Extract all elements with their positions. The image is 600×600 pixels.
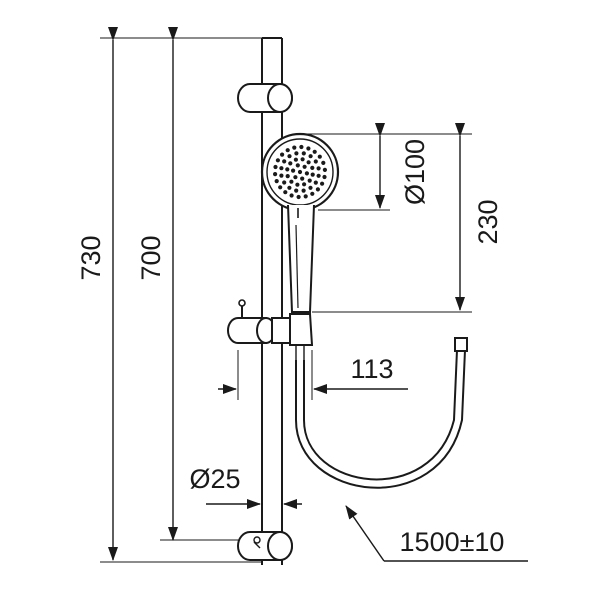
nozzle-dot <box>275 158 280 163</box>
nozzle-dot <box>295 163 300 168</box>
hand-shower-head <box>260 132 340 212</box>
nozzle-dot <box>317 154 322 159</box>
nozzle-dot <box>289 179 294 184</box>
nozzle-dot <box>316 166 321 171</box>
sliding-holder <box>227 299 314 360</box>
dimension-head-diameter-label: Ø100 <box>400 139 430 205</box>
dimension-holder-projection <box>218 350 408 400</box>
hose-length-label: 1500±10 <box>400 527 505 557</box>
nozzle-dot <box>293 175 298 180</box>
top-wall-bracket <box>237 80 293 113</box>
nozzle-dot <box>310 172 315 177</box>
nozzle-dot <box>293 157 298 162</box>
nozzle-dot <box>295 182 300 187</box>
nozzle-dot <box>306 160 311 165</box>
nozzle-dot <box>294 151 299 156</box>
nozzle-dot <box>313 159 318 164</box>
nozzle-dot <box>312 149 317 154</box>
nozzle-dot <box>300 176 305 181</box>
nozzle-dot <box>283 190 288 195</box>
dimension-head-to-holder-label: 230 <box>473 199 503 244</box>
nozzle-dot <box>313 180 318 185</box>
nozzle-dot <box>300 157 305 162</box>
nozzle-dot <box>307 178 312 183</box>
dimension-head-diameter <box>300 123 472 211</box>
nozzle-dot <box>308 154 313 159</box>
nozzle-dot <box>285 167 290 172</box>
nozzle-dot <box>315 187 320 192</box>
nozzle-dot <box>273 164 278 170</box>
hand-shower-handle <box>287 204 315 313</box>
hose-length-leader <box>345 505 528 562</box>
nozzle-dot <box>282 159 287 164</box>
nozzle-dot <box>306 146 311 151</box>
nozzle-dot <box>302 164 307 169</box>
nozzle-dot <box>280 152 285 157</box>
dimension-rail-length <box>160 27 250 541</box>
nozzle-dot <box>274 179 279 184</box>
nozzle-dot <box>285 174 290 179</box>
nozzle-dot <box>279 173 284 178</box>
nozzle-dot <box>285 148 290 153</box>
dimension-total-height-label: 730 <box>76 235 106 280</box>
nozzle-dot <box>294 188 299 193</box>
dimension-rail-length-label: 700 <box>136 235 166 280</box>
nozzle-dot <box>287 154 292 159</box>
shower-head-nozzles <box>273 144 327 200</box>
nozzle-dot <box>289 193 294 198</box>
nozzle-dot <box>288 161 293 166</box>
nozzle-dot <box>322 174 327 180</box>
nozzle-dot <box>279 166 284 171</box>
nozzle-dot <box>297 169 303 175</box>
nozzle-dot <box>287 185 292 190</box>
nozzle-dot <box>304 171 309 176</box>
bottom-wall-bracket <box>237 531 293 561</box>
nozzle-dot <box>310 165 315 170</box>
dimension-total-height <box>100 27 262 563</box>
nozzle-dot <box>282 180 287 185</box>
nozzle-dot <box>296 194 301 200</box>
nozzle-dot <box>278 185 283 190</box>
nozzle-dot <box>321 160 326 165</box>
nozzle-dot <box>310 191 315 196</box>
nozzle-dot <box>302 182 307 187</box>
dimension-holder-projection-label: 113 <box>350 354 393 384</box>
slide-rail <box>261 37 283 565</box>
nozzle-dot <box>291 168 296 173</box>
nozzle-dot <box>292 145 297 150</box>
nozzle-dot <box>273 172 278 177</box>
nozzle-dot <box>301 151 306 156</box>
nozzle-dot <box>320 181 325 186</box>
nozzle-dot <box>308 185 313 190</box>
nozzle-dot <box>303 194 308 199</box>
dimension-head-to-holder <box>312 123 472 313</box>
dimension-rail-diameter-label: Ø25 <box>189 464 240 494</box>
shower-hose <box>295 337 468 489</box>
nozzle-dot <box>316 173 321 178</box>
nozzle-dot <box>299 144 304 150</box>
nozzle-dot <box>322 167 327 172</box>
nozzle-dot <box>301 188 306 193</box>
